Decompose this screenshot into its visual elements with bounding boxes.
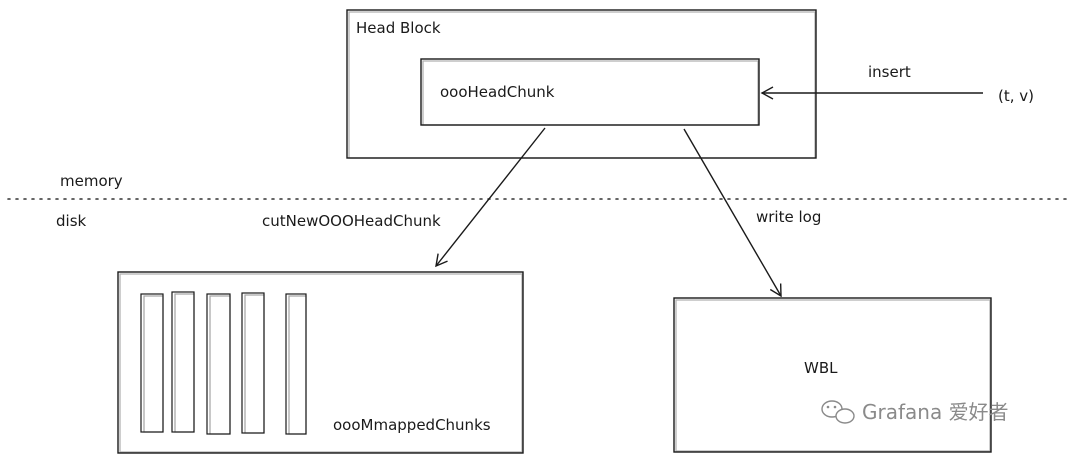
write-log-arrow bbox=[683, 128, 782, 298]
mmapped-chunk bbox=[171, 291, 195, 433]
head-chunk-box bbox=[420, 58, 760, 126]
cut-chunk-arrow bbox=[435, 127, 546, 268]
wbl-label: WBL bbox=[804, 359, 838, 377]
mmapped-chunk-columns bbox=[140, 291, 307, 435]
mmapped-chunk bbox=[285, 293, 307, 435]
mmapped-chunk-shadow bbox=[143, 295, 164, 433]
wbl-box bbox=[673, 297, 992, 453]
memory-label: memory bbox=[60, 172, 123, 190]
mmapped-chunk bbox=[140, 293, 164, 433]
head-block-title: Head Block bbox=[356, 19, 441, 37]
head-block-box bbox=[346, 9, 817, 159]
head-chunk-label: oooHeadChunk bbox=[440, 83, 555, 101]
mmapped-chunks-label: oooMmappedChunks bbox=[333, 416, 491, 434]
write-log-label: write log bbox=[756, 208, 821, 226]
mmapped-chunk-shadow bbox=[244, 294, 265, 434]
mmapped-chunk-shadow bbox=[288, 295, 307, 435]
insert-label: insert bbox=[868, 63, 911, 81]
mmapped-chunk bbox=[241, 292, 265, 434]
mmapped-chunks-box bbox=[117, 271, 524, 454]
disk-label: disk bbox=[56, 212, 87, 230]
cut-chunk-label: cutNewOOOHeadChunk bbox=[262, 212, 441, 230]
wechat-icon bbox=[821, 400, 855, 424]
mmapped-chunk bbox=[206, 293, 231, 435]
mmapped-chunk-shadow bbox=[209, 295, 231, 435]
watermark-text: Grafana 爱好者 bbox=[862, 400, 1009, 424]
sample-label: (t, v) bbox=[998, 87, 1034, 105]
mmapped-chunk-shadow bbox=[174, 293, 195, 433]
